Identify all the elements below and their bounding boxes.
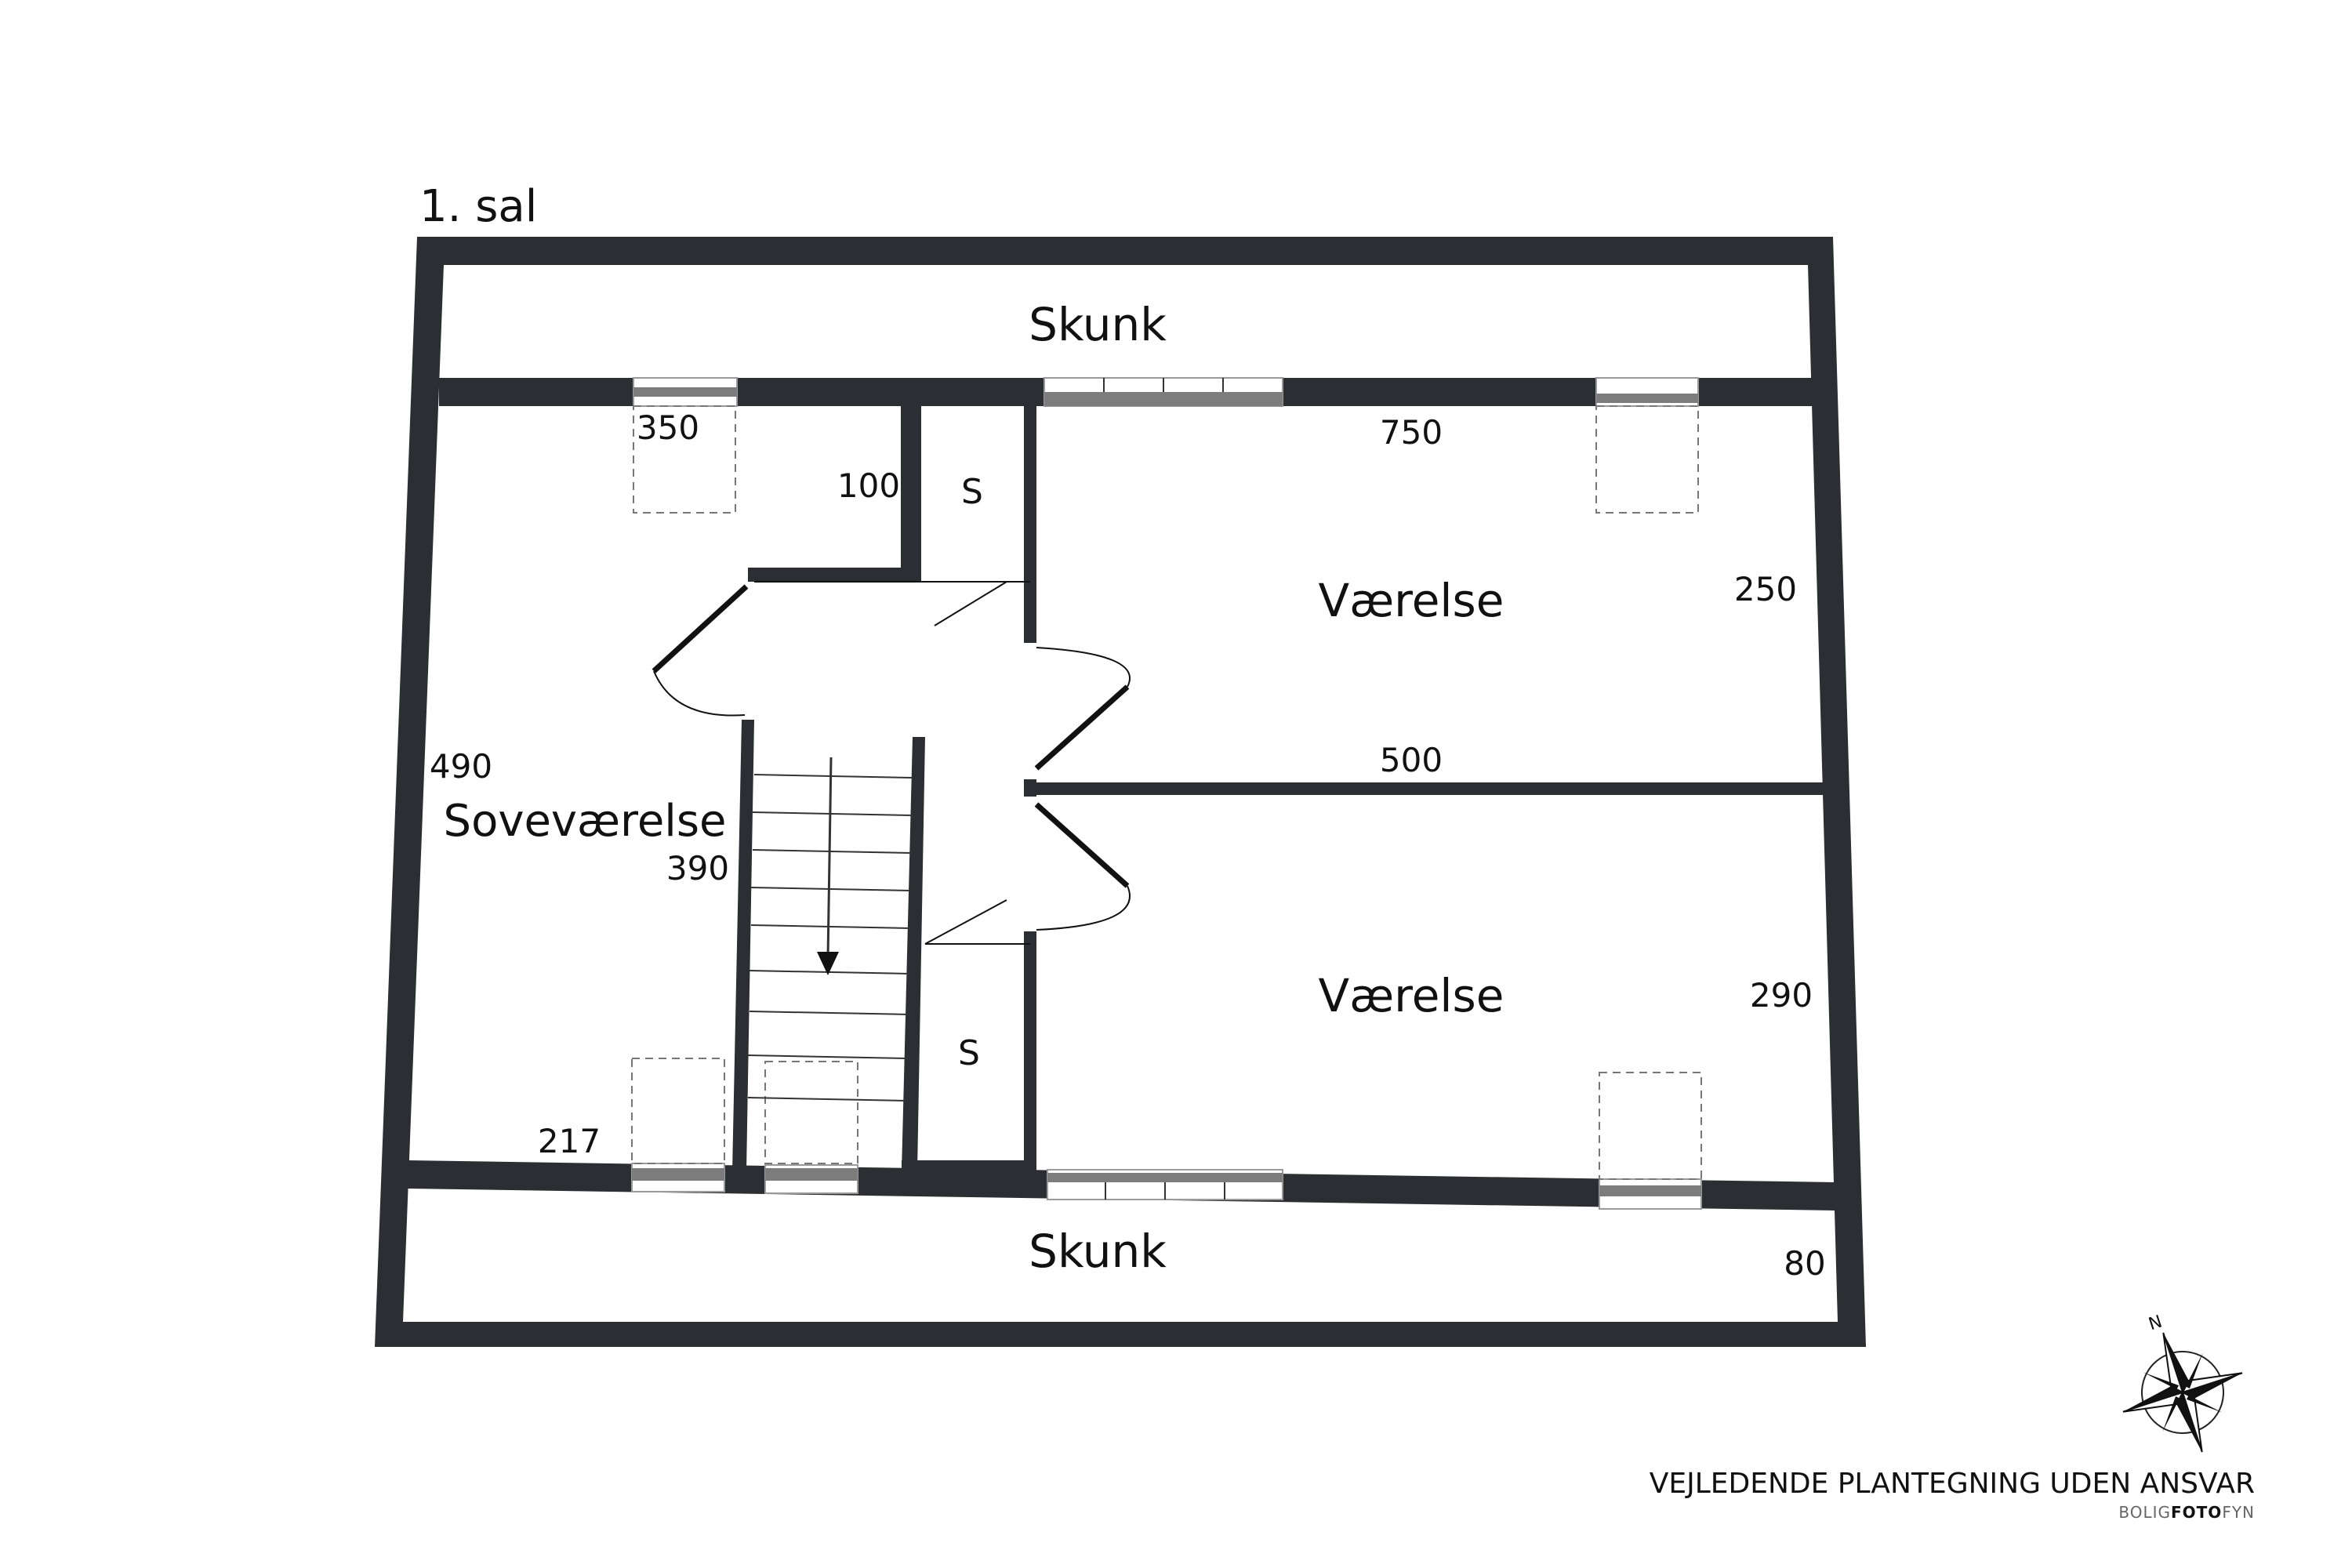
floor-label: 1. sal	[419, 181, 537, 232]
window-top-center	[1044, 377, 1283, 407]
skylight-outline	[764, 1061, 858, 1164]
window-bottom-right	[1599, 1178, 1702, 1210]
dimension-label: 80	[1784, 1244, 1825, 1283]
staircase	[747, 757, 913, 1102]
dimension-label: 490	[430, 747, 492, 786]
compass-rose-icon: N	[2122, 1312, 2243, 1453]
window-top-right	[1595, 377, 1699, 407]
skylight-outline	[1595, 405, 1699, 514]
dimension-label: 290	[1750, 976, 1813, 1014]
window-top-left	[633, 377, 738, 407]
window-bottom-left	[631, 1163, 725, 1192]
room-label-attic-top: Skunk	[1029, 298, 1167, 351]
skylight-outline	[633, 405, 736, 514]
stair-direction-arrow	[826, 757, 833, 959]
landing-line	[924, 899, 1007, 945]
door-room-bottom	[1034, 802, 1131, 931]
interior-walls	[732, 406, 1824, 1171]
room-label-storage-bottom: S	[958, 1033, 980, 1073]
disclaimer-text: VEJLEDENDE PLANTEGNING UDEN ANSVAR	[1650, 1468, 2255, 1500]
brand-part: FOTO	[2171, 1503, 2222, 1522]
room-label-storage-top: S	[961, 472, 983, 512]
compass-north-label: N	[2147, 1312, 2165, 1334]
skylight-outline	[631, 1058, 725, 1164]
brand-part: BOLIG	[2118, 1503, 2171, 1522]
brand-part: FYN	[2222, 1503, 2255, 1522]
brand-logo: BOLIGFOTOFYN	[2118, 1503, 2255, 1522]
room-label-attic-bottom: Skunk	[1029, 1225, 1167, 1278]
arrow-head-icon	[817, 952, 839, 975]
door-bedroom	[652, 584, 749, 717]
window-bottom-center	[1047, 1169, 1283, 1200]
room-label-room-bottom: Værelse	[1319, 969, 1504, 1022]
dimension-label: 390	[666, 849, 729, 887]
room-label-room-top: Værelse	[1319, 574, 1504, 627]
dimension-label: 500	[1380, 741, 1443, 779]
landing-line	[934, 581, 1007, 626]
dimension-label: 100	[837, 466, 900, 505]
door-room-top	[1034, 647, 1131, 771]
window-bottom-stair	[764, 1164, 858, 1194]
dimension-label: 350	[637, 408, 699, 447]
dimension-label: 750	[1380, 413, 1443, 452]
dimension-label: 217	[538, 1122, 601, 1160]
skylight-outline	[1599, 1072, 1702, 1180]
room-label-bedroom: Soveværelse	[444, 796, 727, 847]
dimension-label: 250	[1734, 570, 1797, 608]
